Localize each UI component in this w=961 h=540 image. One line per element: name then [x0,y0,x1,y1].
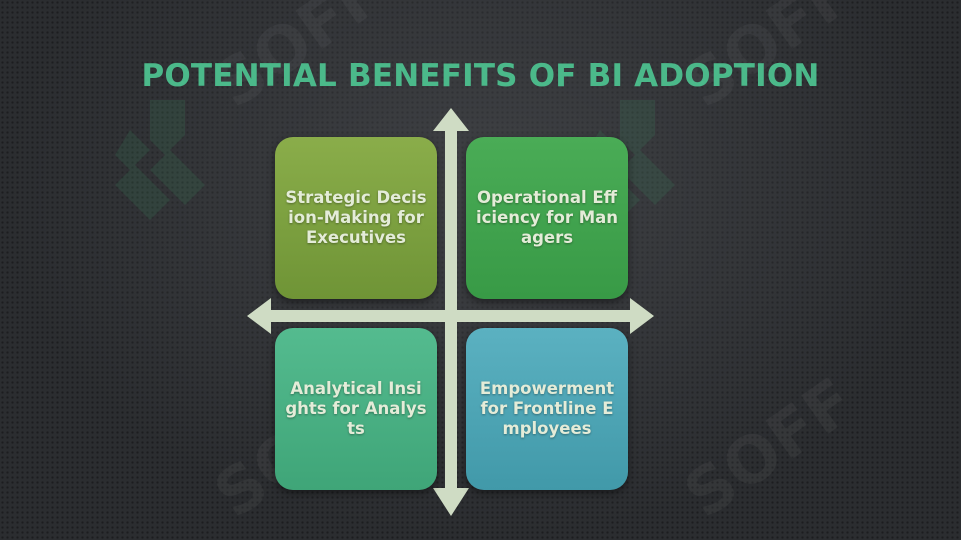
quadrant-bottom-right: Empowerment for Frontline Employees [466,328,628,490]
quadrant-top-left: Strategic Decision-Making for Executives [275,137,437,299]
quadrant-top-right: Operational Efficiency for Managers [466,137,628,299]
horizontal-axis-arrow [247,298,654,334]
quadrant-bottom-left-label: Analytical Insights for Analysts [285,379,427,438]
slide-title: POTENTIAL BENEFITS OF BI ADOPTION [141,58,820,94]
quadrant-bottom-left: Analytical Insights for Analysts [275,328,437,490]
quadrant-top-left-label: Strategic Decision-Making for Executives [285,188,427,247]
quadrant-bottom-right-label: Empowerment for Frontline Employees [479,379,615,438]
quadrant-top-right-label: Operational Efficiency for Managers [476,188,619,247]
